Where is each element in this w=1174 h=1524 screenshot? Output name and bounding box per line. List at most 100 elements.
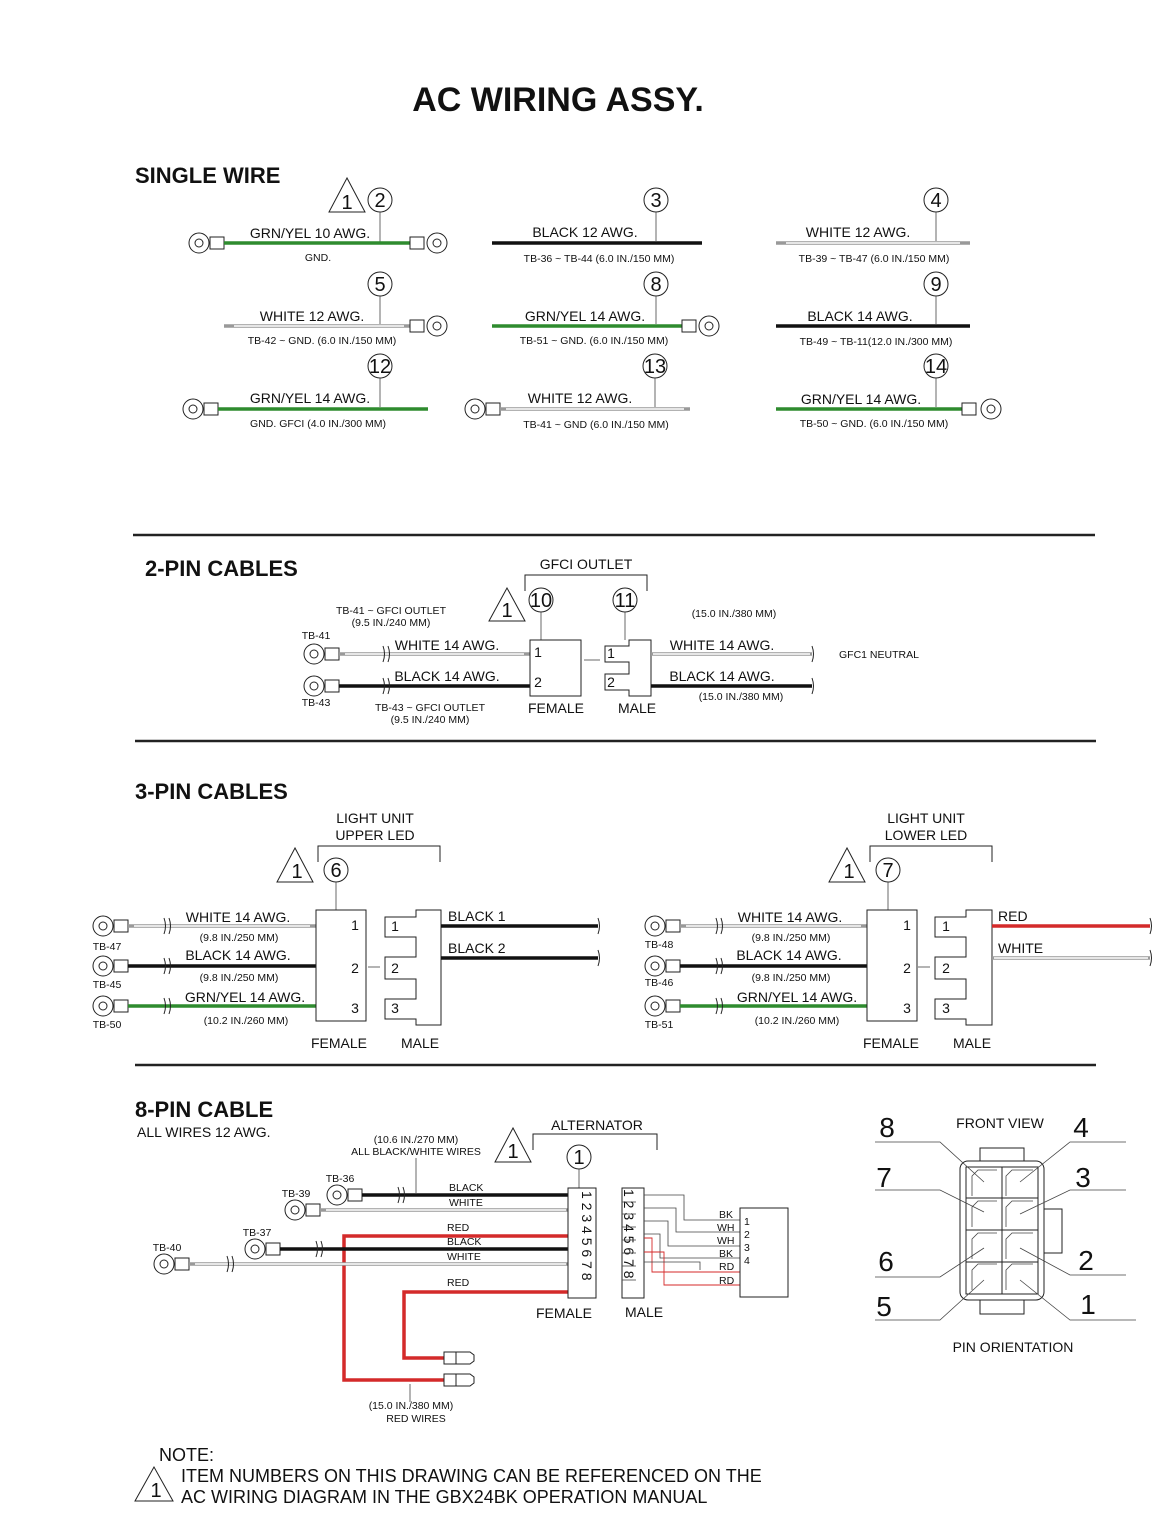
warning-number: 1 (501, 600, 512, 622)
terminal-label: TB-43 (302, 697, 331, 709)
male-connector (384, 909, 442, 1026)
wire-label: WHITE 12 AWG. (528, 390, 633, 406)
wire-note: TB-41 ~ GND (6.0 IN./150 MM) (523, 419, 669, 431)
pin-number: 1 (351, 917, 359, 933)
pin-number: 1 (942, 918, 950, 934)
warning-number: 1 (843, 861, 854, 883)
terminal-label: TB-46 (645, 977, 674, 989)
male-pin-slots (622, 1201, 636, 1281)
note-block: NOTE: 1 ITEM NUMBERS ON THIS DRAWING CAN… (134, 1445, 762, 1507)
length-note: RED WIRES (386, 1413, 446, 1425)
wire-label: GRN/YEL 14 AWG. (801, 391, 921, 407)
wire-break-marks (226, 1186, 405, 1273)
wire-note: TB-36 ~ TB-44 (6.0 IN./150 MM) (524, 253, 675, 265)
wire-note: TB-51 ~ GND. (6.0 IN./150 MM) (520, 335, 669, 347)
pin-number: 2 (607, 674, 615, 690)
item-number: 4 (930, 190, 941, 212)
terminal-label: TB-39 (282, 1188, 311, 1200)
terminal-label: TB-51 (645, 1019, 674, 1031)
single-wire-items: 1 2 GRN/YEL 10 AWG. GND. 3 BLACK 12 AWG.… (182, 176, 1002, 431)
pin-number: 2 (391, 960, 399, 976)
pin-number: 3 (903, 1000, 911, 1016)
terminal-label: TB-47 (93, 941, 122, 953)
warning-number: 1 (291, 861, 302, 883)
wire-label: GRN/YEL 10 AWG. (250, 225, 370, 241)
group-label: LIGHT UNIT (887, 810, 965, 826)
pin-label: 4 (1073, 1112, 1089, 1143)
male-label: MALE (953, 1035, 991, 1051)
item-number: 9 (930, 274, 941, 296)
terminal-label: TB-37 (243, 1227, 272, 1239)
wire-label: BLACK (449, 1182, 483, 1194)
item-number: 5 (374, 274, 385, 296)
item-number: 13 (644, 356, 666, 378)
single-wire-item-13: 13 WHITE 12 AWG. TB-41 ~ GND (6.0 IN./15… (464, 353, 690, 431)
pin-number: 1 (607, 645, 615, 661)
group-label: UPPER LED (335, 827, 414, 843)
warning-number: 1 (507, 1141, 518, 1163)
wire-label: WHITE 14 AWG. (670, 637, 775, 653)
female-connector (529, 639, 582, 697)
female-label: FEMALE (536, 1305, 592, 1321)
alt-wire-label: RD (719, 1275, 735, 1287)
wire-label: BLACK 1 (448, 908, 506, 924)
neutral-label: GFC1 NEUTRAL (839, 649, 919, 661)
three-pin-cable-upper: LIGHT UNIT UPPER LED 1 6 WHITE 14 AWG. (… (92, 810, 600, 1051)
terminal-label: TB-48 (645, 939, 674, 951)
section-three-pin: 3-PIN CABLES (135, 779, 288, 804)
wire-label: BLACK 14 AWG. (669, 668, 774, 684)
single-wire-item-2: 1 2 GRN/YEL 10 AWG. GND. (188, 176, 448, 264)
note-line-2: AC WIRING DIAGRAM IN THE GBX24BK OPERATI… (181, 1487, 707, 1507)
single-wire-item-12: 12 GRN/YEL 14 AWG. GND. GFCI (4.0 IN./30… (182, 353, 428, 430)
wire-label: GRN/YEL 14 AWG. (250, 390, 370, 406)
wire-label: WHITE 12 AWG. (806, 224, 911, 240)
wire-label: WHITE (449, 1197, 483, 1209)
pin-number: 2 (903, 960, 911, 976)
male-connector (604, 639, 652, 697)
pin-orientation: FRONT VIEW 8 7 6 5 4 (875, 1112, 1136, 1355)
wire-note: TB-50 ~ GND. (6.0 IN./150 MM) (800, 418, 949, 430)
pin-label: 8 (879, 1112, 895, 1143)
wire-break-marks (715, 917, 1152, 1015)
warning-triangle-icon (494, 1126, 532, 1163)
warning-triangle-icon (488, 586, 526, 622)
wire-label: WHITE 12 AWG. (260, 308, 365, 324)
terminal-label: TB-50 (93, 1019, 122, 1031)
single-wire-item-8: 8 GRN/YEL 14 AWG. TB-51 ~ GND. (6.0 IN./… (492, 271, 720, 347)
wire-note: TB-39 ~ TB-47 (6.0 IN./150 MM) (799, 253, 950, 265)
item-number: 10 (530, 590, 552, 612)
item-number: 11 (615, 590, 636, 612)
wire-label: BLACK 14 AWG. (394, 668, 499, 684)
alt-wire-label: WH (717, 1222, 735, 1234)
pin-label: 2 (1078, 1245, 1094, 1276)
male-connector (621, 1187, 645, 1299)
wire-label: GRN/YEL 14 AWG. (737, 989, 857, 1005)
length-note: (15.0 IN./380 MM) (699, 691, 784, 703)
length-note: (9.8 IN./250 MM) (752, 972, 831, 984)
length-note: (9.8 IN./250 MM) (200, 972, 279, 984)
pin-number: 1 (534, 644, 542, 660)
warning-number: 1 (341, 192, 352, 214)
alt-wire-label: BK (719, 1209, 733, 1221)
terminal-label: TB-36 (326, 1173, 355, 1185)
alt-wire-label: WH (717, 1235, 735, 1247)
female-connector (567, 1187, 597, 1299)
wire-break-marks (163, 917, 600, 1015)
pin-number: 3 (744, 1242, 750, 1254)
alt-wire-label: BK (719, 1248, 733, 1260)
pin-number: 3 (942, 1000, 950, 1016)
single-wire-item-14: 14 GRN/YEL 14 AWG. TB-50 ~ GND. (6.0 IN.… (776, 353, 1002, 430)
female-connector (866, 909, 918, 1022)
item-number: 3 (650, 190, 661, 212)
warning-triangle-icon (328, 176, 366, 213)
item-number: 14 (925, 356, 947, 378)
female-connector (315, 909, 367, 1022)
male-pin-numbers: 1 2 3 4 5 6 7 8 (621, 1189, 637, 1279)
length-note: ALL BLACK/WHITE WIRES (351, 1146, 481, 1158)
wire-label: WHITE 14 AWG. (395, 637, 500, 653)
male-label: MALE (625, 1304, 663, 1320)
male-connector (934, 909, 993, 1026)
wire-note: TB-43 ~ GFCI OUTLET (375, 702, 486, 714)
wire-label: BLACK 14 AWG. (736, 947, 841, 963)
wire-label: WHITE 14 AWG. (186, 909, 291, 925)
